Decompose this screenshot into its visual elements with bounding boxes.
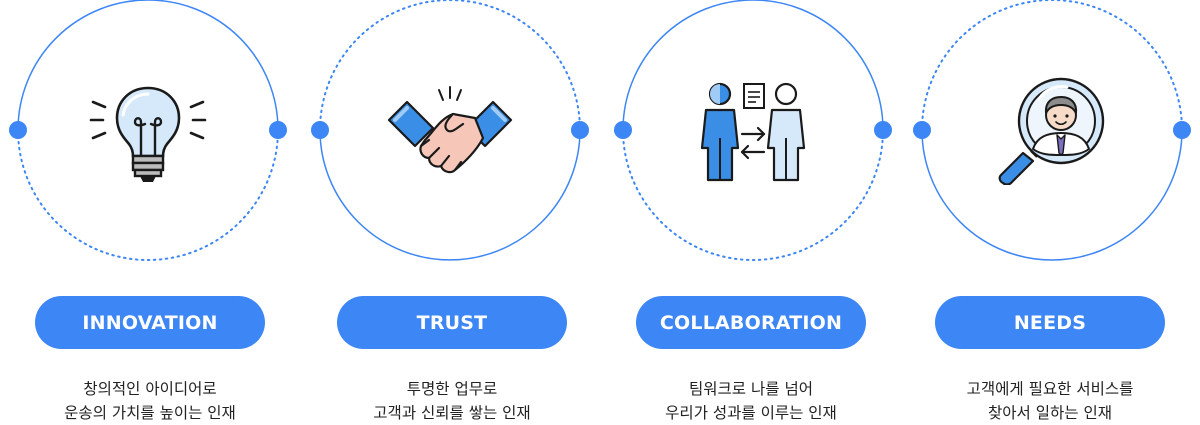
description-line: 찾아서 일하는 인재 — [988, 404, 1112, 422]
collaboration-label: COLLABORATION — [636, 296, 866, 349]
ring-decoration — [9, 0, 1191, 261]
ring-collaboration — [614, 0, 892, 261]
collaboration-description: 팀워크로 나를 넘어 우리가 성과를 이루는 인재 — [621, 377, 881, 425]
ring-dot — [9, 121, 27, 139]
ring-dot — [571, 121, 589, 139]
lightbulb-icon — [83, 80, 213, 190]
handshake-icon — [385, 80, 515, 190]
trust-label: TRUST — [337, 296, 567, 349]
ring-dot — [311, 121, 329, 139]
collaboration-icon — [688, 78, 818, 188]
magnifier-person-icon — [987, 75, 1117, 186]
needs-description: 고객에게 필요한 서비스를 찾아서 일하는 인재 — [920, 377, 1180, 425]
ring-needs — [913, 0, 1191, 261]
description-line: 고객과 신뢰를 쌓는 인재 — [373, 404, 531, 422]
ring-dot — [269, 121, 287, 139]
trust-description: 투명한 업무로 고객과 신뢰를 쌓는 인재 — [322, 377, 582, 425]
needs-label: NEEDS — [935, 296, 1165, 349]
innovation-description: 창의적인 아이디어로 운송의 가치를 높이는 인재 — [20, 377, 280, 425]
description-line: 우리가 성과를 이루는 인재 — [665, 404, 837, 422]
description-line: 투명한 업무로 — [406, 380, 498, 398]
ring-trust — [311, 0, 589, 261]
ring-dot — [1173, 121, 1191, 139]
description-line: 운송의 가치를 높이는 인재 — [64, 404, 236, 422]
description-line: 창의적인 아이디어로 — [83, 380, 217, 398]
ring-dot — [614, 121, 632, 139]
description-line: 팀워크로 나를 넘어 — [689, 380, 813, 398]
description-line: 고객에게 필요한 서비스를 — [966, 380, 1134, 398]
innovation-label: INNOVATION — [35, 296, 265, 349]
ring-dot — [874, 121, 892, 139]
ring-dot — [913, 121, 931, 139]
ring-innovation — [9, 0, 287, 261]
